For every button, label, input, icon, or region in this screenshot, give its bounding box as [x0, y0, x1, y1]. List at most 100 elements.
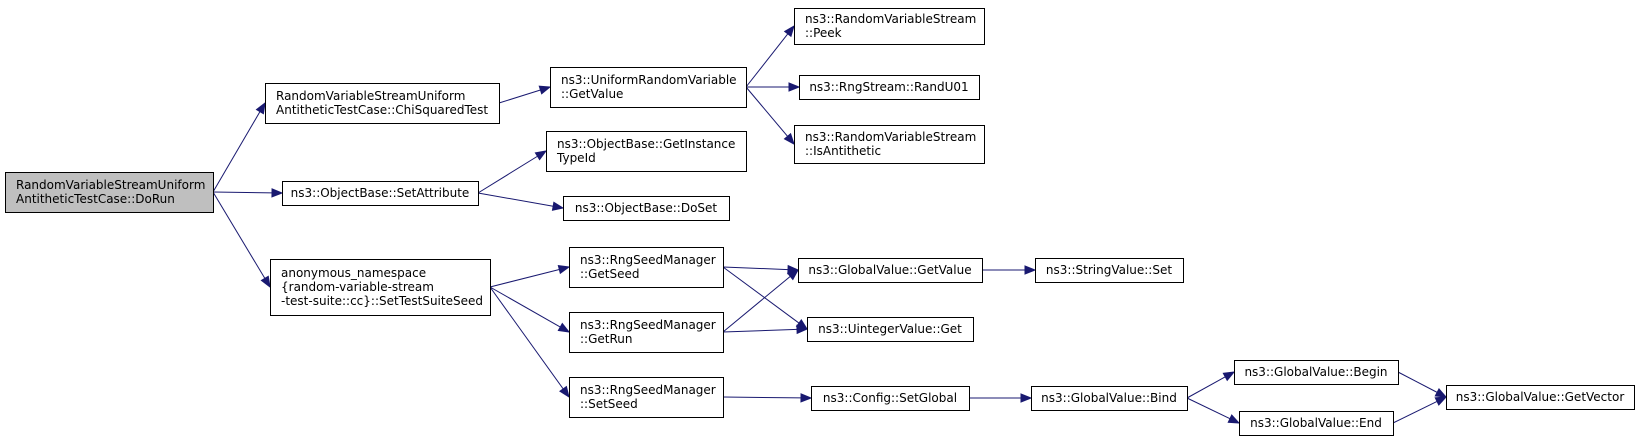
arrowhead: [557, 264, 571, 275]
node-box: [270, 259, 491, 316]
node-label-line: AntitheticTestCase::DoRun: [16, 192, 175, 206]
node-box: [569, 312, 724, 353]
edge-line: [745, 33, 789, 88]
node-label-line: ::GetValue: [561, 87, 623, 101]
node-randomvariablestreamuniform-antithetictestcase-chisquaredtest[interactable]: RandomVariableStreamUniformAntitheticTes…: [265, 83, 500, 124]
edge-line: [477, 192, 554, 207]
node-ns3-config-setglobal[interactable]: ns3::Config::SetGlobal: [811, 386, 970, 411]
node-randomvariablestreamuniform-antithetictestcase-dorun[interactable]: RandomVariableStreamUniformAntitheticTes…: [5, 172, 214, 213]
edge-setglobal-to-bind: [969, 393, 1033, 403]
edge-bind-to-end: [1186, 397, 1241, 424]
edge-root-to-chi: [212, 101, 266, 193]
node-box: [1234, 360, 1399, 385]
node-ns3-globalvalue-end[interactable]: ns3::GlobalValue::End: [1239, 411, 1394, 436]
node-label-line: ::IsAntithetic: [805, 144, 881, 158]
arrowhead: [800, 393, 813, 403]
edge-bind-to-begin: [1186, 371, 1236, 399]
node-box: [546, 131, 747, 172]
arrowhead: [783, 132, 795, 146]
node-ns3-globalvalue-bind[interactable]: ns3::GlobalValue::Bind: [1031, 386, 1188, 411]
edge-begin-to-getvector: [1397, 371, 1448, 398]
edge-anon-to-getrun: [489, 286, 571, 333]
node-box: [1031, 386, 1188, 411]
edge-line: [722, 275, 791, 333]
node-ns3-stringvalue-set[interactable]: ns3::StringValue::Set: [1035, 258, 1184, 283]
node-label-line: ns3::UniformRandomVariable: [561, 73, 737, 87]
node-ns3-rngseedmanager-setseed[interactable]: ns3::RngSeedManager::SetSeed: [569, 377, 724, 418]
node-label-line: {random-variable-stream: [281, 280, 434, 294]
edge-line: [212, 191, 266, 279]
node-label-line: ::GetRun: [580, 332, 632, 346]
node-ns3-randomvariablestream-isantithetic[interactable]: ns3::RandomVariableStream::IsAntithetic: [794, 125, 985, 164]
node-box: [811, 386, 970, 411]
node-label-line: ns3::StringValue::Set: [1046, 263, 1172, 277]
arrowhead: [1024, 265, 1037, 275]
node-label-line: ns3::GlobalValue::Bind: [1041, 391, 1177, 405]
arrowhead: [551, 201, 565, 211]
arrowhead: [1227, 414, 1241, 424]
edge-gvget-to-strset: [982, 265, 1037, 275]
arrowhead: [786, 269, 800, 281]
edge-anon-to-setseed: [489, 286, 570, 399]
edge-urv-to-isanti: [745, 86, 795, 146]
edge-line: [477, 155, 538, 194]
node-ns3-globalvalue-begin[interactable]: ns3::GlobalValue::Begin: [1234, 360, 1399, 385]
edge-line: [722, 328, 798, 333]
node-label-line: ::Peek: [805, 26, 842, 40]
node-ns3-rngstream-randu01[interactable]: ns3::RngStream::RandU01: [799, 75, 980, 100]
arrowhead: [1434, 396, 1448, 406]
node-anonymous-namespace-random-variable-stream-test-suite-cc-settestsuiteseed[interactable]: anonymous_namespace{random-variable-stre…: [270, 259, 491, 316]
node-ns3-globalvalue-getvector[interactable]: ns3::GlobalValue::GetVector: [1446, 385, 1635, 410]
edge-setattr-to-gettid: [477, 150, 548, 194]
edge-line: [489, 286, 561, 328]
edge-line: [1186, 397, 1231, 420]
node-label-line: RandomVariableStreamUniform: [16, 178, 205, 192]
node-ns3-randomvariablestream-peek[interactable]: ns3::RandomVariableStream::Peek: [794, 8, 985, 45]
node-box: [282, 181, 479, 206]
node-box: [563, 196, 730, 221]
node-label-line: ns3::ObjectBase::SetAttribute: [291, 186, 470, 200]
edge-line: [1186, 376, 1226, 399]
node-ns3-globalvalue-getvalue[interactable]: ns3::GlobalValue::GetValue: [798, 258, 983, 283]
node-label-line: TypeId: [556, 151, 596, 165]
node-ns3-rngseedmanager-getseed[interactable]: ns3::RngSeedManager::GetSeed: [569, 247, 724, 288]
edge-chi-to-urv: [498, 85, 552, 104]
edge-line: [745, 86, 788, 137]
edge-line: [489, 268, 560, 288]
node-box: [550, 67, 747, 108]
arrowhead: [260, 275, 271, 289]
arrowhead: [538, 85, 552, 95]
node-ns3-rngseedmanager-getrun[interactable]: ns3::RngSeedManager::GetRun: [569, 312, 724, 353]
edge-root-to-setattr: [212, 188, 284, 198]
node-box: [569, 247, 724, 288]
edge-getrun-to-uintget: [722, 324, 809, 335]
node-label-line: ns3::GlobalValue::End: [1250, 416, 1382, 430]
node-label-line: ns3::GlobalValue::Begin: [1244, 365, 1387, 379]
node-label-line: ns3::RandomVariableStream: [805, 130, 976, 144]
edge-line: [722, 266, 800, 324]
node-ns3-uintegervalue-get[interactable]: ns3::UintegerValue::Get: [807, 317, 974, 342]
edge-line: [722, 266, 789, 271]
node-box: [798, 258, 983, 283]
node-label-line: ns3::RngSeedManager: [580, 318, 716, 332]
edge-line: [722, 396, 802, 399]
node-label-line: ns3::RngSeedManager: [580, 383, 716, 397]
edge-anon-to-getseed: [489, 264, 571, 288]
node-box: [794, 8, 985, 45]
node-box: [794, 125, 985, 164]
node-ns3-uniformrandomvariable-getvalue[interactable]: ns3::UniformRandomVariable::GetValue: [550, 67, 747, 108]
node-box: [1239, 411, 1394, 436]
node-box: [265, 83, 500, 124]
node-box: [799, 75, 980, 100]
node-ns3-objectbase-setattribute[interactable]: ns3::ObjectBase::SetAttribute: [282, 181, 479, 206]
arrowhead: [534, 150, 548, 161]
node-label-line: AntitheticTestCase::ChiSquaredTest: [276, 103, 488, 117]
node-ns3-objectbase-doset[interactable]: ns3::ObjectBase::DoSet: [563, 196, 730, 221]
arrowhead: [559, 385, 570, 399]
node-label-line: ::GetSeed: [580, 267, 639, 281]
node-label-line: ns3::RngStream::RandU01: [809, 80, 968, 94]
edge-line: [212, 111, 261, 193]
node-label-line: anonymous_namespace: [281, 266, 426, 280]
